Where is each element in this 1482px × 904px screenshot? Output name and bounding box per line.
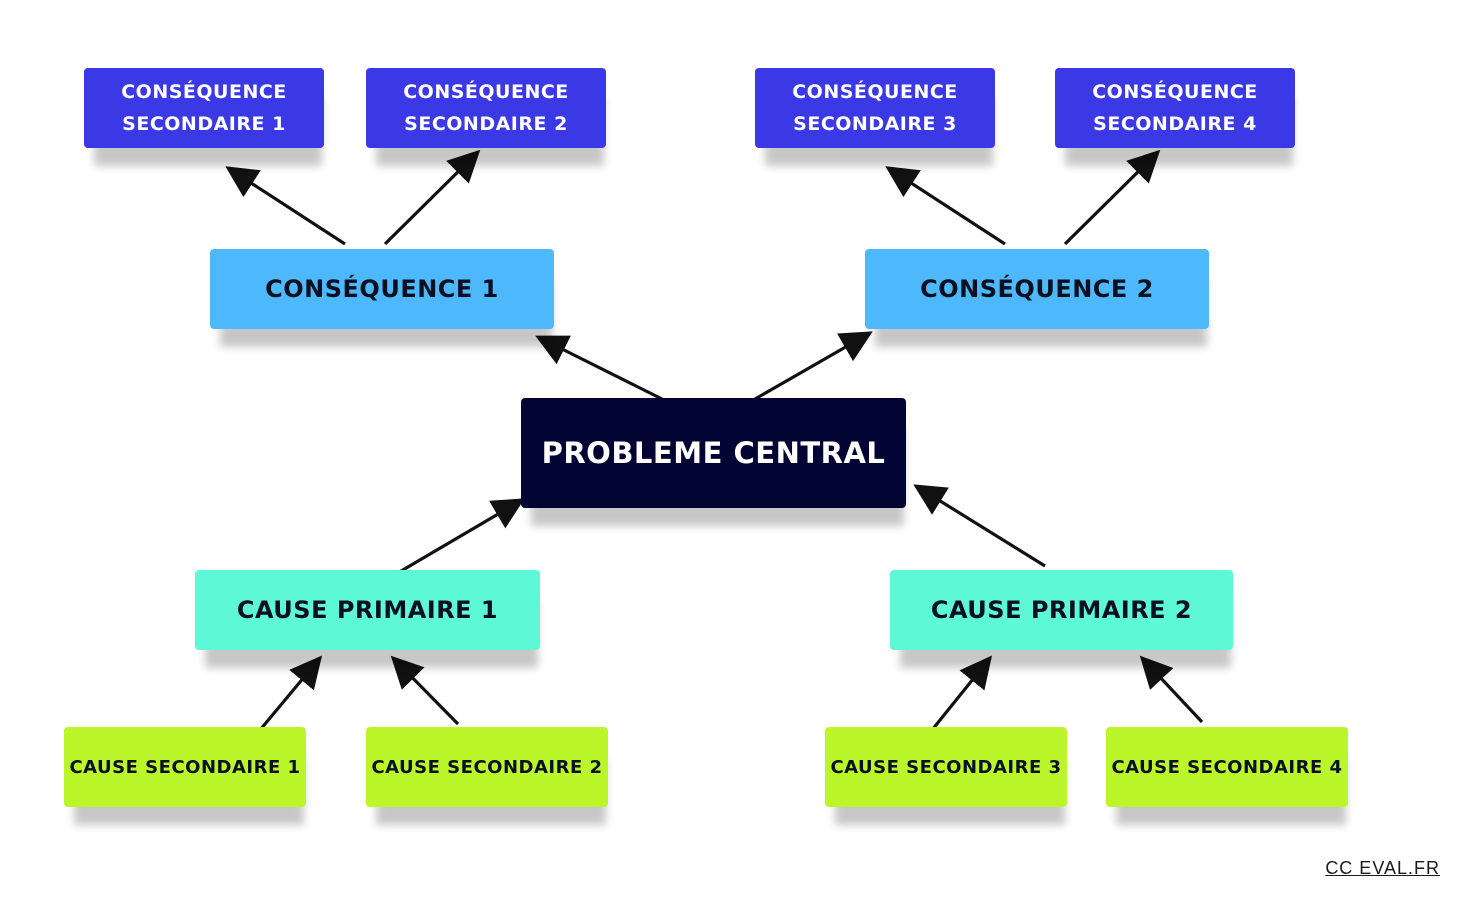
secondary-consequence-2-line2: SECONDAIRE 2 bbox=[404, 113, 568, 135]
secondary-consequence-3-line1: CONSÉQUENCE bbox=[792, 81, 958, 103]
cause-primary-2-label: CAUSE PRIMAIRE 2 bbox=[930, 596, 1193, 624]
secondary-consequence-1-line2: SECONDAIRE 1 bbox=[122, 113, 286, 135]
cause-secondary-3: CAUSE SECONDAIRE 3 bbox=[825, 727, 1067, 807]
arrow-secondary-cause-2-to-cause-1 bbox=[390, 655, 460, 726]
cause-secondary-2: CAUSE SECONDAIRE 2 bbox=[366, 727, 608, 807]
cause-secondary-1: CAUSE SECONDAIRE 1 bbox=[64, 727, 306, 807]
arrow-cause-1-to-central bbox=[395, 498, 525, 576]
arrow-secondary-cause-4-to-cause-2 bbox=[1139, 655, 1204, 724]
cause-secondary-2-label: CAUSE SECONDAIRE 2 bbox=[371, 756, 603, 778]
arrow-cause-2-to-central bbox=[913, 484, 1046, 568]
cause-secondary-3-label: CAUSE SECONDAIRE 3 bbox=[830, 756, 1062, 778]
cause-primary-2: CAUSE PRIMAIRE 2 bbox=[890, 570, 1233, 650]
secondary-consequence-4-line2: SECONDAIRE 4 bbox=[1093, 113, 1257, 135]
arrow-consequence-1-to-secondary-1 bbox=[225, 166, 346, 246]
central-problem-label: PROBLEME CENTRAL bbox=[541, 436, 886, 470]
consequence-2: CONSÉQUENCE 2 bbox=[865, 249, 1209, 329]
secondary-consequence-4: CONSÉQUENCE SECONDAIRE 4 bbox=[1055, 68, 1295, 148]
credit-link[interactable]: CC EVAL.FR bbox=[1325, 858, 1440, 878]
consequence-1-label: CONSÉQUENCE 1 bbox=[265, 275, 499, 303]
secondary-consequence-1: CONSÉQUENCE SECONDAIRE 1 bbox=[84, 68, 324, 148]
central-problem: PROBLEME CENTRAL bbox=[521, 398, 906, 508]
cause-secondary-4-label: CAUSE SECONDAIRE 4 bbox=[1111, 756, 1343, 778]
arrow-consequence-2-to-secondary-3 bbox=[885, 166, 1006, 246]
cause-primary-1: CAUSE PRIMAIRE 1 bbox=[195, 570, 540, 650]
cause-secondary-1-label: CAUSE SECONDAIRE 1 bbox=[69, 756, 301, 778]
arrow-secondary-cause-1-to-cause-1 bbox=[258, 655, 323, 732]
consequence-1: CONSÉQUENCE 1 bbox=[210, 249, 554, 329]
secondary-consequence-2: CONSÉQUENCE SECONDAIRE 2 bbox=[366, 68, 606, 148]
arrow-consequence-1-to-secondary-2 bbox=[383, 149, 481, 246]
consequence-2-label: CONSÉQUENCE 2 bbox=[920, 275, 1154, 303]
secondary-consequence-2-line1: CONSÉQUENCE bbox=[403, 81, 569, 103]
arrow-secondary-cause-3-to-cause-2 bbox=[930, 655, 993, 732]
secondary-consequence-4-line1: CONSÉQUENCE bbox=[1092, 81, 1258, 103]
secondary-consequence-3-line2: SECONDAIRE 3 bbox=[793, 113, 957, 135]
cause-primary-1-label: CAUSE PRIMAIRE 1 bbox=[236, 596, 499, 624]
cause-secondary-4: CAUSE SECONDAIRE 4 bbox=[1106, 727, 1348, 807]
arrow-consequence-2-to-secondary-4 bbox=[1063, 149, 1161, 246]
secondary-consequence-3: CONSÉQUENCE SECONDAIRE 3 bbox=[755, 68, 995, 148]
secondary-consequence-1-line1: CONSÉQUENCE bbox=[121, 81, 287, 103]
